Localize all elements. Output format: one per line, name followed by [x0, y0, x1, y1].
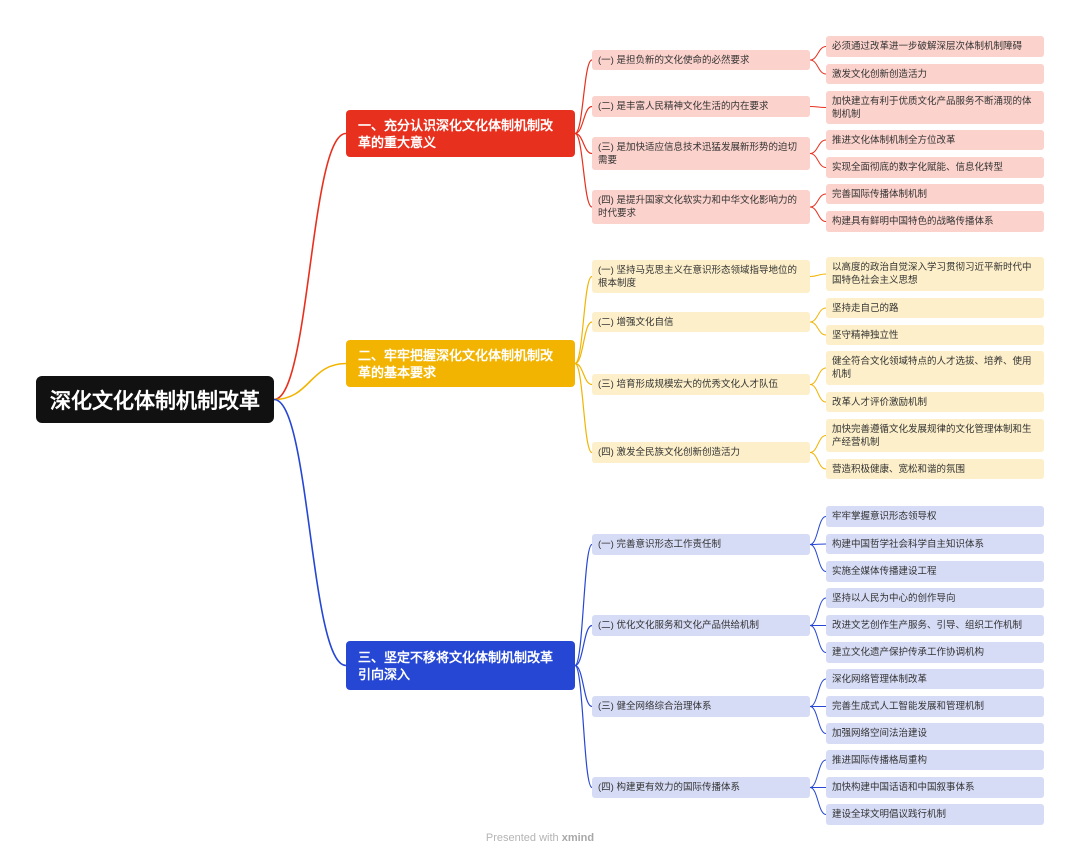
connector-main-sub-1-1	[574, 59, 593, 135]
leaf-3-3-2[interactable]: 完善生成式人工智能发展和管理机制	[826, 696, 1044, 717]
connector-sub-leaf-3-3-3	[809, 706, 827, 734]
connector-main-sub-2-3	[574, 362, 593, 386]
connector-main-sub-1-4	[574, 132, 593, 208]
connector-sub-leaf-2-2-1	[809, 307, 827, 323]
connector-sub-leaf-3-2-3	[809, 625, 827, 653]
leaf-3-4-3[interactable]: 建设全球文明倡议践行机制	[826, 804, 1044, 825]
connector-sub-leaf-1-4-1	[809, 193, 827, 208]
leaf-1-4-2[interactable]: 构建具有鲜明中国特色的战略传播体系	[826, 211, 1044, 232]
connector-sub-leaf-3-3-1	[809, 678, 827, 707]
subtopic-1-2[interactable]: (二) 是丰富人民精神文化生活的内在要求	[592, 96, 810, 117]
connector-root-main-1	[273, 132, 347, 401]
connector-sub-leaf-1-3-1	[809, 139, 827, 154]
connector-main-sub-2-1	[574, 275, 593, 365]
connector-main-sub-3-1	[574, 543, 593, 667]
xmind-logo-text: xmind	[561, 832, 595, 844]
leaf-3-2-3[interactable]: 建立文化遗产保护传承工作协调机构	[826, 642, 1044, 663]
connector-root-main-2	[273, 362, 347, 401]
connector-sub-leaf-1-1-2	[809, 59, 827, 75]
connector-sub-leaf-2-3-2	[809, 384, 827, 403]
leaf-1-1-1[interactable]: 必须通过改革进一步破解深层次体制机制障碍	[826, 36, 1044, 57]
subtopic-1-3[interactable]: (三) 是加快适应信息技术迅猛发展新形势的迫切需要	[592, 137, 810, 170]
connector-main-sub-3-2	[574, 624, 593, 667]
connector-sub-leaf-3-1-3	[809, 544, 827, 572]
connector-sub-leaf-2-1-1	[809, 273, 827, 277]
connector-main-sub-2-2	[574, 321, 593, 365]
subtopic-2-3[interactable]: (三) 培育形成规模宏大的优秀文化人才队伍	[592, 374, 810, 395]
leaf-2-4-2[interactable]: 营造积极健康、宽松和谐的氛围	[826, 459, 1044, 479]
leaf-3-1-2[interactable]: 构建中国哲学社会科学自主知识体系	[826, 534, 1044, 554]
leaf-3-2-1[interactable]: 坚持以人民为中心的创作导向	[826, 588, 1044, 608]
leaf-3-1-1[interactable]: 牢牢掌握意识形态领导权	[826, 506, 1044, 527]
leaf-1-2-1[interactable]: 加快建立有利于优质文化产品服务不断涌现的体制机制	[826, 91, 1044, 124]
subtopic-2-2[interactable]: (二) 增强文化自信	[592, 312, 810, 332]
footer-prefix: Presented with	[485, 832, 559, 844]
connector-sub-leaf-3-4-3	[809, 787, 827, 815]
main-topic-1[interactable]: 一、充分认识深化文化体制机制改革的重大意义	[346, 110, 575, 157]
leaf-1-4-1[interactable]: 完善国际传播体制机制	[826, 184, 1044, 204]
subtopic-2-1[interactable]: (一) 坚持马克思主义在意识形态领域指导地位的根本制度	[592, 260, 810, 293]
footer-watermark: Presented with xmind	[0, 832, 1080, 844]
connector-main-sub-2-4	[574, 362, 593, 454]
connector-sub-leaf-2-2-2	[809, 321, 827, 336]
connector-sub-leaf-3-2-1	[809, 597, 827, 626]
main-topic-2[interactable]: 二、牢牢把握深化文化体制机制改革的基本要求	[346, 340, 575, 387]
connector-sub-leaf-1-1-1	[809, 46, 827, 61]
subtopic-3-3[interactable]: (三) 健全网络综合治理体系	[592, 696, 810, 717]
leaf-2-4-1[interactable]: 加快完善遵循文化发展规律的文化管理体制和生产经营机制	[826, 419, 1044, 452]
leaf-3-4-1[interactable]: 推进国际传播格局重构	[826, 750, 1044, 770]
leaf-2-1-1[interactable]: 以高度的政治自觉深入学习贯彻习近平新时代中国特色社会主义思想	[826, 257, 1044, 291]
subtopic-3-2[interactable]: (二) 优化文化服务和文化产品供给机制	[592, 615, 810, 636]
subtopic-3-4[interactable]: (四) 构建更有效力的国际传播体系	[592, 777, 810, 798]
leaf-3-4-2[interactable]: 加快构建中国话语和中国叙事体系	[826, 777, 1044, 798]
leaf-2-2-2[interactable]: 坚守精神独立性	[826, 325, 1044, 345]
leaf-3-3-1[interactable]: 深化网络管理体制改革	[826, 669, 1044, 689]
connector-sub-leaf-2-4-1	[809, 435, 827, 453]
leaf-2-2-1[interactable]: 坚持走自己的路	[826, 298, 1044, 318]
leaf-3-1-3[interactable]: 实施全媒体传播建设工程	[826, 561, 1044, 582]
connector-sub-leaf-1-4-2	[809, 206, 827, 222]
subtopic-1-4[interactable]: (四) 是提升国家文化软实力和中华文化影响力的时代要求	[592, 190, 810, 224]
connector-root-main-3	[273, 398, 347, 667]
leaf-2-3-2[interactable]: 改革人才评价激励机制	[826, 392, 1044, 412]
connector-sub-leaf-3-4-1	[809, 759, 827, 788]
subtopic-2-4[interactable]: (四) 激发全民族文化创新创造活力	[592, 442, 810, 463]
leaf-1-3-1[interactable]: 推进文化体制机制全方位改革	[826, 130, 1044, 150]
connector-sub-leaf-2-3-1	[809, 367, 827, 385]
leaf-3-3-3[interactable]: 加强网络空间法治建设	[826, 723, 1044, 744]
connector-sub-leaf-3-1-1	[809, 516, 827, 545]
connector-main-sub-3-4	[574, 664, 593, 789]
main-topic-3[interactable]: 三、坚定不移将文化体制机制改革引向深入	[346, 641, 575, 690]
subtopic-3-1[interactable]: (一) 完善意识形态工作责任制	[592, 534, 810, 555]
leaf-1-3-2[interactable]: 实现全面彻底的数字化赋能、信息化转型	[826, 157, 1044, 178]
connector-main-sub-1-2	[574, 105, 593, 135]
connector-sub-leaf-1-2-1	[809, 106, 827, 108]
connector-sub-leaf-1-3-2	[809, 153, 827, 168]
connector-sub-leaf-2-4-2	[809, 452, 827, 470]
leaf-3-2-2[interactable]: 改进文艺创作生产服务、引导、组织工作机制	[826, 615, 1044, 636]
root-topic[interactable]: 深化文化体制机制改革	[36, 376, 274, 423]
connector-sub-leaf-3-1-2	[809, 543, 827, 545]
subtopic-1-1[interactable]: (一) 是担负新的文化使命的必然要求	[592, 50, 810, 70]
leaf-1-1-2[interactable]: 激发文化创新创造活力	[826, 64, 1044, 84]
leaf-2-3-1[interactable]: 健全符合文化领域特点的人才选拔、培养、使用机制	[826, 351, 1044, 385]
